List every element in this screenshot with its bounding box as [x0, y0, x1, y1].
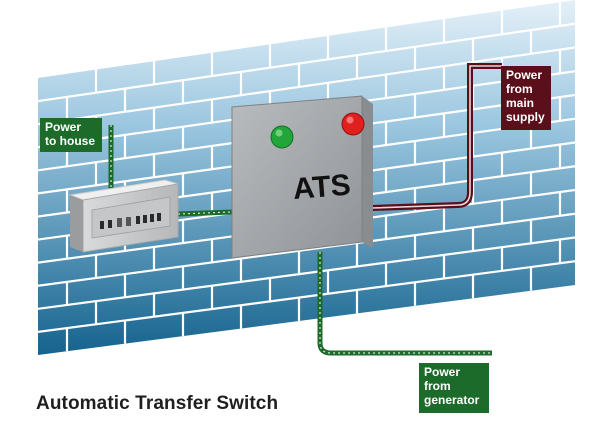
cable-panel-to-ats: [177, 209, 233, 217]
mortar-row-line: [38, 236, 575, 310]
power-to-house-line-1: Power: [45, 120, 82, 134]
power-to-house-line-2: to house: [45, 134, 95, 148]
green-indicator-light: [270, 125, 294, 149]
mortar-row-line: [38, 46, 575, 126]
power-from-main-line-2: from: [506, 82, 533, 96]
power-to-house-label: Power to house: [40, 118, 102, 152]
cable-generator: [317, 252, 492, 356]
diagram-caption: Automatic Transfer Switch: [36, 393, 279, 414]
mortar-row-line: [38, 22, 575, 103]
power-from-generator-line-3: generator: [424, 393, 480, 407]
red-indicator-light: [341, 112, 365, 136]
power-from-generator-line-2: from: [424, 379, 451, 393]
power-from-generator-line-1: Power: [424, 365, 461, 379]
mortar-row-line: [38, 260, 575, 334]
power-from-main-line-4: supply: [506, 110, 545, 124]
ats-box: ATS: [231, 95, 373, 259]
cable-main-supply: [371, 63, 502, 211]
mortar-row-line: [38, 212, 575, 287]
breaker-switches: [100, 213, 161, 229]
power-from-main-label: Power from main supply: [501, 66, 551, 130]
consumer-unit: [68, 179, 179, 253]
power-from-main-line-3: main: [506, 96, 535, 110]
power-from-generator-label: Power from generator: [419, 363, 489, 413]
ats-label: ATS: [292, 169, 352, 206]
power-from-main-line-1: Power: [506, 68, 543, 82]
